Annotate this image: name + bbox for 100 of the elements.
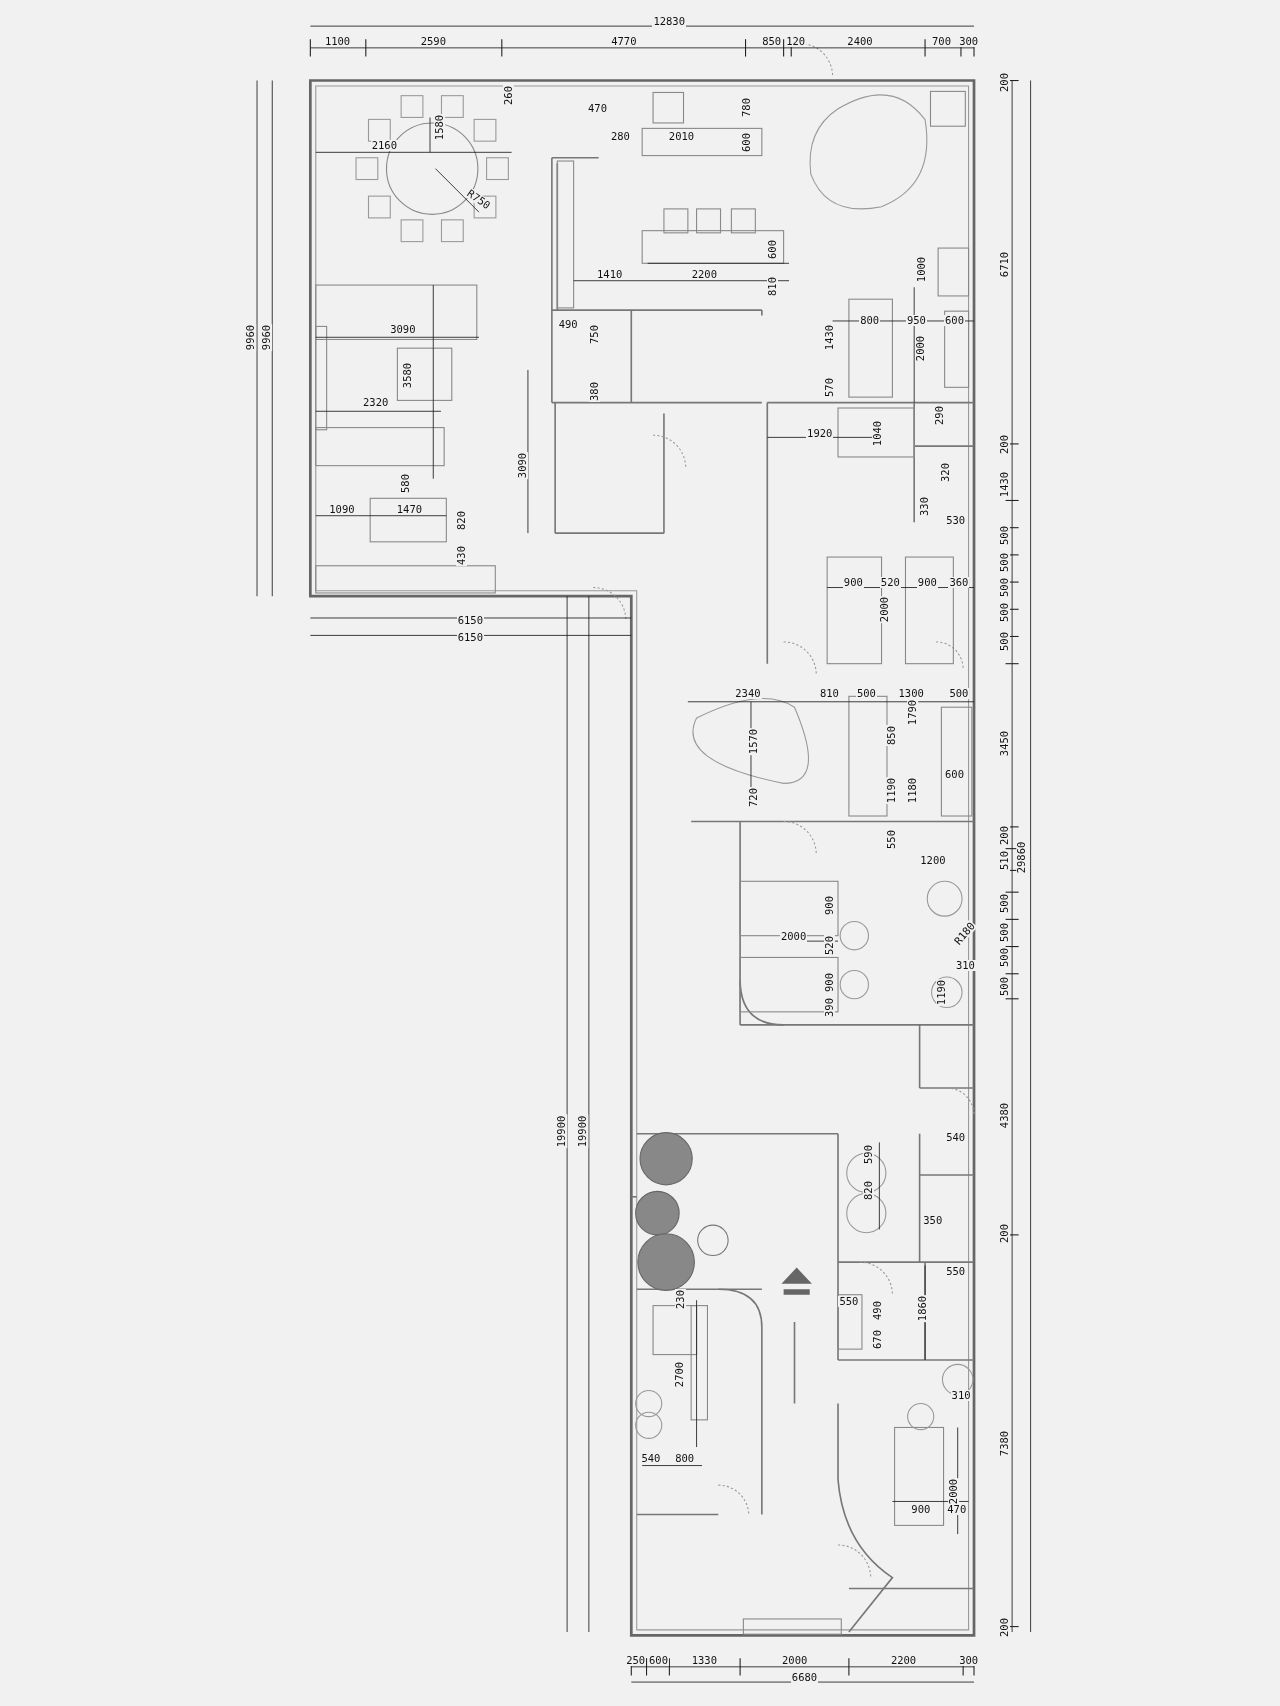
dimension-label: 1410 bbox=[596, 268, 624, 280]
dimension-label: 1180 bbox=[906, 776, 918, 804]
dimension-label: 810 bbox=[818, 687, 840, 699]
dimension-label: 600 bbox=[767, 238, 779, 260]
dimension-label: 600 bbox=[741, 132, 753, 154]
dimension-label: 390 bbox=[823, 997, 835, 1019]
dimension-label: 310 bbox=[950, 1389, 972, 1401]
dimension-label: 500 bbox=[999, 947, 1011, 969]
dimension-label: 1570 bbox=[747, 727, 759, 755]
dimension-label: 800 bbox=[859, 314, 881, 326]
dimension-label: 200 bbox=[999, 433, 1011, 455]
dimension-label: 2000 bbox=[779, 930, 808, 942]
dimension-label: 500 bbox=[999, 975, 1011, 997]
dimension-label: 1430 bbox=[999, 470, 1011, 498]
dimension-label: 29860 bbox=[1016, 840, 1028, 875]
dimension-label: 1860 bbox=[917, 1294, 929, 1322]
dimension-label: 810 bbox=[767, 275, 779, 297]
dimension-label: 720 bbox=[747, 787, 759, 809]
dimension-label: 1920 bbox=[806, 427, 834, 439]
dimension-label: 3090 bbox=[517, 452, 529, 480]
dimension-label: 520 bbox=[823, 935, 835, 957]
dimension-label: 2160 bbox=[370, 140, 398, 152]
dimension-label: 200 bbox=[999, 72, 1011, 94]
dimension-label: 850 bbox=[761, 35, 783, 47]
dimension-label: 900 bbox=[823, 972, 835, 994]
dimension-label: 2000 bbox=[948, 1477, 960, 1505]
dimension-label: 9960 bbox=[245, 323, 256, 352]
dimension-label: 2700 bbox=[673, 1361, 685, 1389]
dimension-label: 900 bbox=[842, 576, 864, 588]
dimension-label: 3580 bbox=[401, 361, 413, 390]
dimension-label: 1790 bbox=[906, 699, 918, 727]
dimension-label: 1190 bbox=[886, 776, 898, 804]
dimension-label: 3450 bbox=[999, 729, 1011, 758]
dimension-label: 600 bbox=[944, 314, 965, 326]
dimension-label: 850 bbox=[885, 725, 897, 747]
dimension-label: 500 bbox=[999, 577, 1011, 599]
dimension-label: 2340 bbox=[734, 687, 762, 699]
dimension-label: 2590 bbox=[419, 35, 447, 47]
dimension-label: 6710 bbox=[999, 250, 1011, 279]
dimension-label: 6150 bbox=[456, 632, 484, 644]
dimension-label: 530 bbox=[945, 514, 967, 526]
dimension-label: 1470 bbox=[395, 503, 424, 515]
dimension-label: 500 bbox=[999, 552, 1011, 574]
dimension-label: 820 bbox=[455, 509, 467, 531]
dimension-label: 6680 bbox=[790, 1671, 819, 1683]
dimension-label: 4770 bbox=[610, 35, 638, 47]
dimension-label: 250 bbox=[625, 1655, 647, 1667]
dimension-label: 19900 bbox=[577, 1115, 589, 1149]
dimension-label: 900 bbox=[916, 576, 938, 588]
dimension-label: 2320 bbox=[362, 397, 390, 409]
dimension-label: 950 bbox=[905, 314, 927, 326]
dimension-label: 290 bbox=[933, 405, 945, 427]
dimension-label: 300 bbox=[958, 35, 980, 47]
dimension-label: 1000 bbox=[916, 256, 928, 284]
dimension-label: 500 bbox=[999, 525, 1011, 546]
dimension-label: 470 bbox=[587, 103, 608, 115]
dimension-label: 4380 bbox=[999, 1102, 1011, 1130]
dimension-label: 820 bbox=[863, 1180, 875, 1202]
dimension-label: 120 bbox=[785, 35, 807, 47]
dimension-label: 310 bbox=[954, 959, 976, 971]
dimension-label: 280 bbox=[609, 130, 631, 142]
dimension-label: 2400 bbox=[846, 35, 874, 47]
dimension-label: 570 bbox=[823, 377, 835, 398]
dimension-label: 500 bbox=[999, 892, 1011, 914]
dimension-label: 6150 bbox=[456, 614, 484, 626]
dimension-label: 540 bbox=[945, 1131, 967, 1143]
dimension-label: 2000 bbox=[879, 595, 891, 624]
dimension-label: 1200 bbox=[919, 855, 947, 867]
dimension-label: 1300 bbox=[897, 687, 925, 699]
dimension-label: 3090 bbox=[389, 324, 417, 336]
dimension-label: 12830 bbox=[652, 16, 686, 28]
dimension-label: 520 bbox=[879, 576, 901, 588]
dimension-label: 430 bbox=[455, 544, 467, 566]
dimension-label: 1580 bbox=[434, 113, 446, 141]
dimension-label: 2200 bbox=[690, 268, 718, 280]
dimension-label: 550 bbox=[885, 828, 897, 850]
dimension-label: 320 bbox=[940, 461, 952, 483]
dimension-label: 490 bbox=[871, 1300, 883, 1321]
dimension-label: 580 bbox=[400, 472, 412, 494]
dimension-label: 600 bbox=[944, 769, 965, 781]
dimension-label: 470 bbox=[946, 1504, 968, 1516]
dimension-label: 2010 bbox=[667, 130, 696, 142]
dimension-label: 500 bbox=[948, 687, 970, 699]
dimension-label: 2000 bbox=[781, 1655, 809, 1667]
dimension-label: 380 bbox=[588, 381, 600, 403]
dimension-label: 230 bbox=[674, 1289, 686, 1311]
dimension-label: 260 bbox=[502, 85, 514, 107]
dimension-label: 1040 bbox=[871, 419, 883, 447]
dimension-label: 19900 bbox=[555, 1115, 567, 1149]
dimension-label: 9960 bbox=[261, 323, 273, 352]
dimension-label: 2200 bbox=[889, 1655, 918, 1667]
dimension-label: 200 bbox=[999, 1222, 1011, 1244]
dimension-label: 700 bbox=[931, 35, 952, 47]
dimension-label: 550 bbox=[838, 1296, 860, 1308]
dimension-label: 490 bbox=[557, 318, 579, 330]
dimension-label: 900 bbox=[910, 1504, 932, 1516]
dimension-label: 500 bbox=[999, 602, 1011, 624]
dimension-label: 540 bbox=[640, 1453, 662, 1464]
dimension-label: 550 bbox=[945, 1265, 967, 1277]
dimension-label: 330 bbox=[918, 495, 930, 517]
